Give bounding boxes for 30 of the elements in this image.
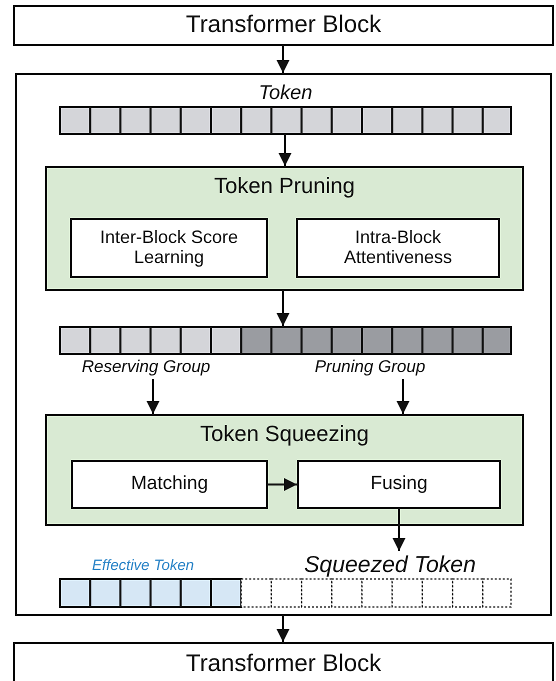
group-label: Pruning Group [314, 358, 426, 376]
transformer-block-box [13, 5, 554, 46]
box-label: Fusing [369, 474, 429, 495]
panel-title: Token Pruning [213, 174, 356, 198]
arrow [268, 478, 297, 491]
process-box [71, 460, 268, 509]
box-label: Intra-Block Attentiveness [342, 228, 454, 268]
strip-heading: Token [258, 82, 314, 104]
arrow [276, 46, 290, 73]
box-label: Transformer Block [184, 12, 382, 39]
token-label: Effective Token [92, 558, 194, 574]
process-box [70, 218, 268, 278]
box-label: Matching [130, 474, 210, 495]
arrow [146, 379, 160, 414]
module-panel [45, 414, 524, 526]
arrow [276, 291, 290, 326]
module-panel [45, 166, 524, 291]
panel-title: Token Squeezing [199, 422, 370, 446]
box-label: Transformer Block [184, 651, 382, 678]
module-frame [15, 73, 552, 616]
process-box [296, 218, 500, 278]
process-box [297, 460, 501, 509]
arrow [278, 135, 292, 166]
arrow [276, 616, 290, 642]
token-label: Squeezed Token [303, 552, 477, 578]
box-label: Inter-Block Score Learning [98, 228, 240, 268]
arrow [396, 379, 410, 414]
arrow [392, 509, 406, 551]
transformer-block-box [13, 642, 554, 681]
group-label: Reserving Group [80, 358, 212, 376]
